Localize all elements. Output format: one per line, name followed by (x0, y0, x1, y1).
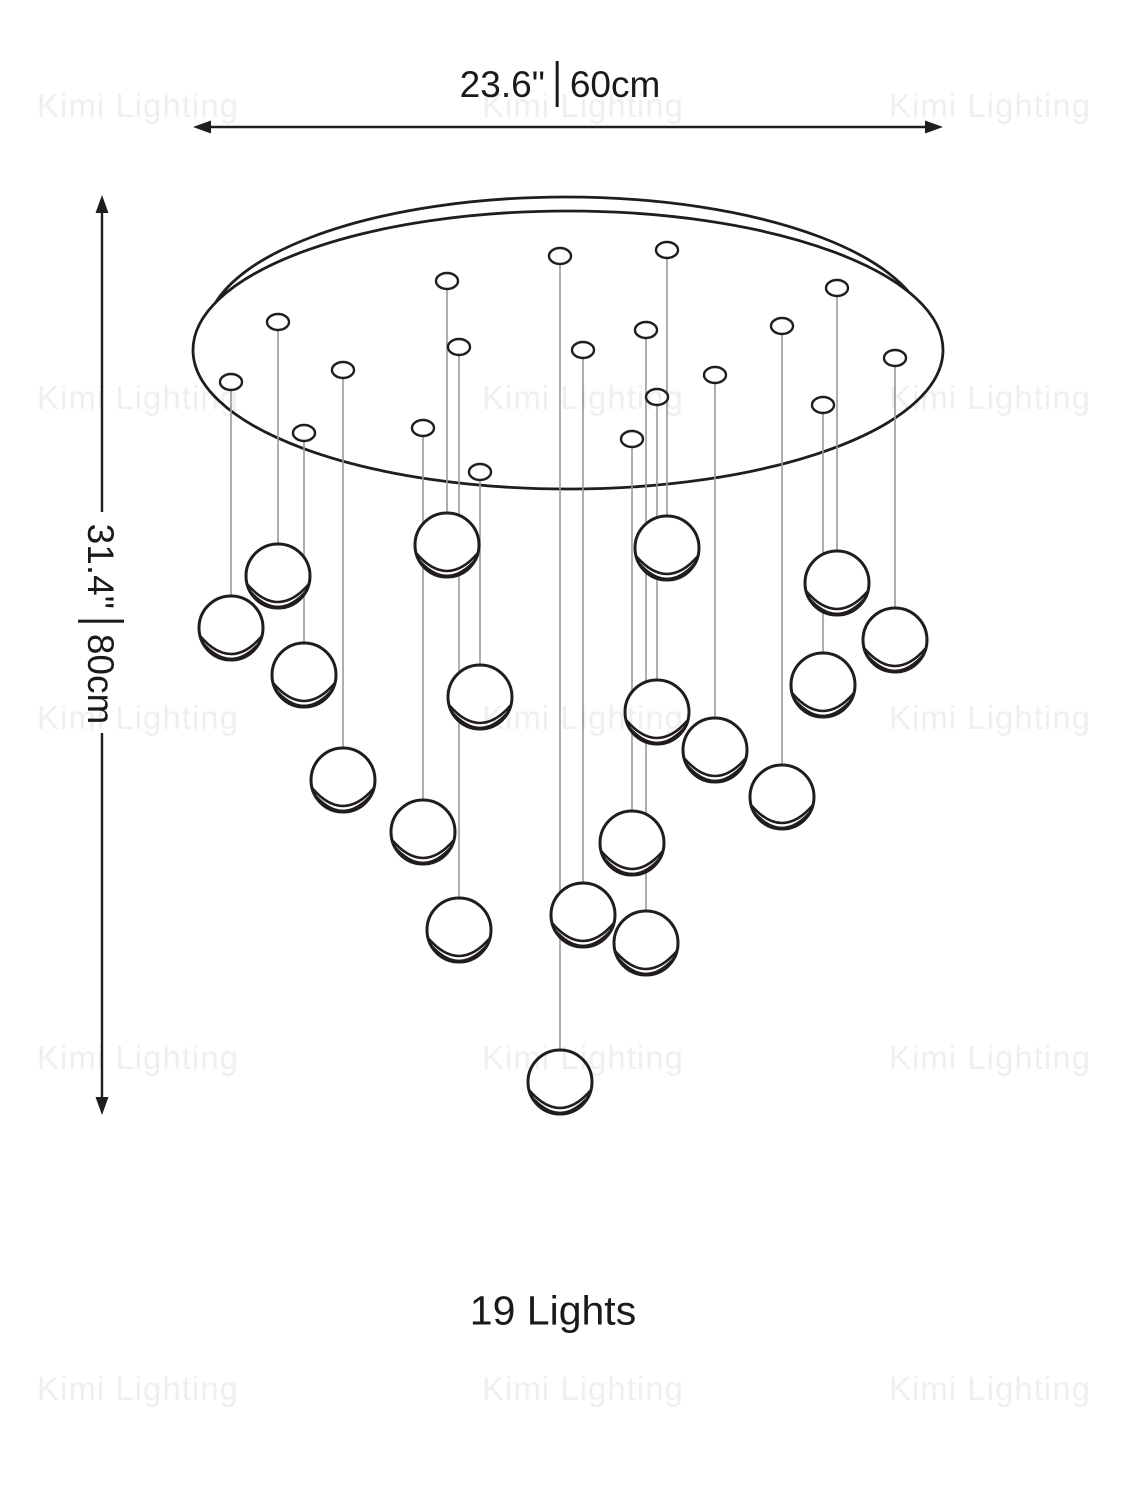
ball-seam-arc (635, 555, 699, 576)
ball-seam-arc (427, 937, 491, 958)
ball-seam-arc (391, 839, 455, 860)
ball-seam-arc (600, 850, 664, 871)
ball-seam-arc (625, 719, 689, 740)
width-dimension-arrow-right (925, 120, 943, 134)
canopy-hole (633, 320, 659, 340)
canopy-hole (467, 462, 493, 482)
ball-seam-arc (602, 856, 662, 875)
ball-seam-arc (429, 943, 489, 962)
height-dimension-label: 31.4" 80cm (78, 523, 124, 725)
dimension-separator-bar (555, 61, 559, 107)
ball-seam-arc (863, 647, 927, 668)
pendant-ball (309, 746, 377, 814)
ball-seam-arc (551, 922, 615, 943)
pendant-ball (789, 651, 857, 719)
ball-seam-arc (415, 552, 479, 573)
ball-seam-arc (393, 845, 453, 864)
canopy-hole (810, 395, 836, 415)
ball-seam-arc (683, 757, 747, 778)
ball-seam-arc (752, 810, 812, 829)
pendant-ball (549, 881, 617, 949)
pendant-ball (612, 909, 680, 977)
pendant-ball (389, 798, 457, 866)
canopy-hole (547, 246, 573, 266)
canopy-hole (654, 240, 680, 260)
ball-seam-arc (246, 583, 310, 604)
pendant-ball (446, 663, 514, 731)
canopy-plate (191, 209, 945, 491)
ball-seam-arc (417, 558, 477, 577)
canopy-hole (824, 278, 850, 298)
pendant-ball (270, 641, 338, 709)
pendant-ball (803, 549, 871, 617)
pendant-ball (861, 606, 929, 674)
ball-seam-arc (616, 956, 676, 975)
ball-seam-arc (530, 1095, 590, 1114)
ball-seam-arc (685, 763, 745, 782)
pendant-ball (623, 678, 691, 746)
dimension-separator-bar (78, 619, 124, 623)
pendant-ball (748, 763, 816, 831)
pendant-ball (244, 542, 312, 610)
ball-seam-arc (750, 804, 814, 825)
canopy-hole (644, 387, 670, 407)
lights-count-caption: 19 Lights (469, 1287, 637, 1334)
height-dimension-arrow-bottom (95, 1097, 109, 1115)
ball-seam-arc (793, 698, 853, 717)
ball-seam-arc (865, 653, 925, 672)
pendant-ball (197, 594, 265, 662)
ball-seam-arc (313, 793, 373, 812)
ball-seam-arc (553, 928, 613, 947)
ball-seam-arc (807, 596, 867, 615)
pendant-ball (425, 896, 493, 964)
pendant-ball (526, 1048, 594, 1116)
ball-seam-arc (448, 704, 512, 725)
canopy-hole (218, 372, 244, 392)
ball-seam-arc (201, 641, 261, 660)
ball-seam-arc (805, 590, 869, 611)
height-dimension-arrow-top (95, 195, 109, 213)
canopy-hole (769, 316, 795, 336)
width-dimension-label: 23.6" 60cm (459, 61, 661, 107)
canopy-hole (882, 348, 908, 368)
height-cm-value: 80cm (80, 633, 122, 725)
canopy-hole (410, 418, 436, 438)
canopy-hole (570, 340, 596, 360)
pendant-ball (413, 511, 481, 579)
canopy-hole (446, 337, 472, 357)
canopy-hole (291, 423, 317, 443)
ball-seam-arc (274, 688, 334, 707)
canopy-hole (702, 365, 728, 385)
ball-seam-arc (450, 710, 510, 729)
width-dimension-arrow-left (193, 120, 211, 134)
pendant-ball (633, 514, 701, 582)
ball-seam-arc (248, 589, 308, 608)
pendant-ball (681, 716, 749, 784)
height-inches-value: 31.4" (80, 523, 122, 609)
pendant-ball (598, 809, 666, 877)
ball-seam-arc (311, 787, 375, 808)
canopy-hole (265, 312, 291, 332)
ball-seam-arc (614, 950, 678, 971)
canopy-hole (330, 360, 356, 380)
ball-seam-arc (528, 1089, 592, 1110)
width-inches-value: 23.6" (459, 63, 545, 105)
ball-seam-arc (637, 561, 697, 580)
canopy-hole (619, 429, 645, 449)
width-cm-value: 60cm (569, 63, 661, 105)
canopy-hole (434, 271, 460, 291)
ball-seam-arc (272, 682, 336, 703)
ball-seam-arc (791, 692, 855, 713)
ball-seam-arc (199, 635, 263, 656)
ball-seam-arc (627, 725, 687, 744)
